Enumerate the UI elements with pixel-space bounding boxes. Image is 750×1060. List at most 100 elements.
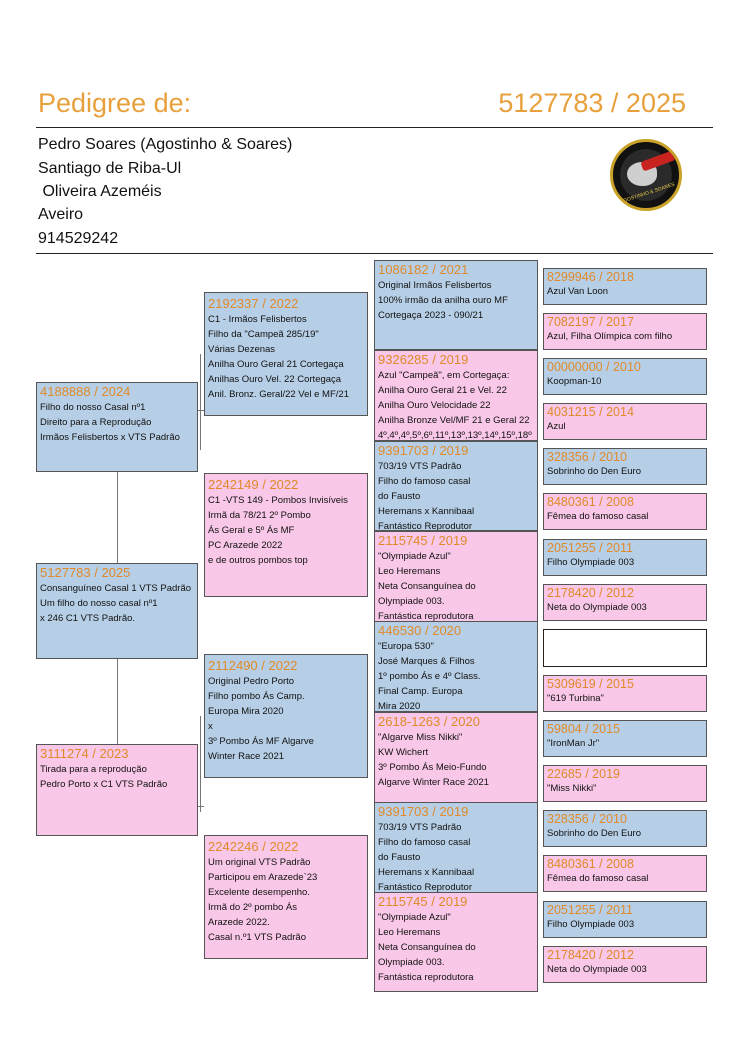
pedigree-note: Fantástico Reprodutor <box>378 521 472 531</box>
pedigree-note: Leo Heremans <box>378 566 441 577</box>
pedigree-note: Sobrinho do Den Euro <box>547 466 642 477</box>
pedigree-card-col4-10[interactable]: 5309619 / 2015"619 Turbina" <box>543 675 707 712</box>
pedigree-note: Azul Van Loon <box>547 286 609 297</box>
pedigree-note: Sobrinho do Den Euro <box>547 828 642 839</box>
pedigree-note: C1 - Irmãos Felisbertos <box>208 314 307 325</box>
pedigree-card-col4-11[interactable]: 59804 / 2015"IronMan Jr" <box>543 720 707 757</box>
pedigree-note: Azul "Campeã", em Cortegaça: <box>378 370 510 381</box>
pedigree-note: PC Arazede 2022 <box>208 540 283 551</box>
ring-number: 5127783 / 2025 <box>40 565 131 580</box>
pedigree-card-col3-4[interactable]: 2115745 / 2019"Olympiade Azul"Leo Herema… <box>374 531 538 622</box>
pedigree-note: Winter Race 2021 <box>208 751 285 762</box>
pedigree-card-col4-9[interactable] <box>543 629 707 667</box>
ring-number: 9391703 / 2019 <box>378 443 469 458</box>
pedigree-note: Filho do famoso casal <box>378 837 471 848</box>
ring-number: 00000000 / 2010 <box>547 360 641 374</box>
pedigree-note: Direito para a Reprodução <box>40 417 152 428</box>
owner-district: Aveiro <box>38 206 84 223</box>
pedigree-note: Anilha Ouro Geral 21 e Vel. 22 <box>378 385 507 396</box>
owner-parish: Santiago de Riba-Ul <box>38 160 182 177</box>
pedigree-note: Neta do Olympiade 003 <box>547 964 647 975</box>
ring-number: 2178420 / 2012 <box>547 586 634 600</box>
pedigree-note: KW Wichert <box>378 747 429 758</box>
pedigree-note: Cortegaça 2023 - 090/21 <box>378 310 484 321</box>
pedigree-note: Fêmea do famoso casal <box>547 511 649 522</box>
pedigree-note: C1 -VTS 149 - Pombos Invisíveis <box>208 495 348 506</box>
ring-number: 2051255 / 2011 <box>547 903 633 917</box>
owner-divider <box>36 253 713 254</box>
pedigree-card-col4-12[interactable]: 22685 / 2019"Miss Nikki" <box>543 765 707 802</box>
ring-number: 1086182 / 2021 <box>378 262 469 277</box>
pedigree-note: Original Pedro Porto <box>208 676 295 687</box>
pedigree-note: Neta Consanguínea do <box>378 942 476 953</box>
pedigree-note: Olympiade 003. <box>378 957 445 968</box>
pedigree-note: e de outros pombos top <box>208 555 308 566</box>
pedigree-note: Fantástica reprodutora <box>378 611 474 622</box>
pedigree-note: Filho do nosso Casal nº1 <box>40 402 146 413</box>
ring-number: 2242246 / 2022 <box>208 839 299 854</box>
pedigree-note: Pedro Porto x C1 VTS Padrão <box>40 779 168 790</box>
pedigree-card-col3-8[interactable]: 2115745 / 2019"Olympiade Azul"Leo Herema… <box>374 892 538 992</box>
pedigree-note: 3º Pombo Ás MF Algarve <box>208 736 314 747</box>
pedigree-note: Fantástica reprodutora <box>378 972 474 983</box>
connector-line <box>117 472 118 563</box>
ring-number: 4188888 / 2024 <box>40 384 131 399</box>
ring-number: 4031215 / 2014 <box>547 405 634 419</box>
pedigree-note: Neta Consanguínea do <box>378 581 476 592</box>
pedigree-note: "IronMan Jr" <box>547 738 600 749</box>
pedigree-note: Azul, Filha Olímpica com filho <box>547 331 673 342</box>
header-divider <box>36 127 713 128</box>
pedigree-note: Casal n.º1 VTS Padrão <box>208 932 306 943</box>
ring-number: 2112490 / 2022 <box>208 658 298 673</box>
ring-number: 328356 / 2010 <box>547 812 627 826</box>
ring-number: 2242149 / 2022 <box>208 477 299 492</box>
ring-number: 8299946 / 2018 <box>547 270 634 284</box>
logo-flag-icon <box>640 150 676 172</box>
pedigree-note: x 246 C1 VTS Padrão. <box>40 613 136 624</box>
pedigree-note: Fantástico Reprodutor <box>378 882 472 893</box>
pedigree-note: do Fausto <box>378 852 421 863</box>
ring-number: 7082197 / 2017 <box>547 315 634 329</box>
pedigree-ring-number: 5127783 / 2025 <box>498 88 686 118</box>
pedigree-note: 703/19 VTS Padrão <box>378 461 462 472</box>
pedigree-note: "Olympiade Azul" <box>378 912 451 923</box>
pedigree-note: 1º pombo Ás e 4º Class. <box>378 671 481 682</box>
pedigree-card-col3-5[interactable]: 446530 / 2020"Europa 530"José Marques & … <box>374 621 538 712</box>
pedigree-card-col2-2[interactable]: 2242149 / 2022 C1 -VTS 149 - Pombos Invis… <box>204 473 368 597</box>
pedigree-note: Anilha Ouro Geral 21 Cortegaça <box>208 359 344 370</box>
pedigree-note: Fêmea do famoso casal <box>547 873 649 884</box>
pedigree-note: 100% irmão da anilha ouro MF <box>378 295 508 306</box>
pedigree-note: Irmãos Felisbertos x VTS Padrão <box>40 432 180 443</box>
pedigree-note: Consanguíneo Casal 1 VTS Padrão <box>40 583 192 594</box>
pedigree-note: Anilha Ouro Velocidade 22 <box>378 400 491 411</box>
pedigree-note: Heremans x Kannibaal <box>378 867 475 878</box>
ring-number: 2115745 / 2019 <box>378 533 468 548</box>
connector-line <box>198 806 204 807</box>
pedigree-card-col3-6[interactable]: 2618-1263 / 2020"Algarve Miss Nikki"KW W… <box>374 712 538 803</box>
ring-number: 9326285 / 2019 <box>378 352 469 367</box>
pedigree-note: Algarve Winter Race 2021 <box>378 777 489 788</box>
pedigree-note: "Europa 530" <box>378 641 434 652</box>
